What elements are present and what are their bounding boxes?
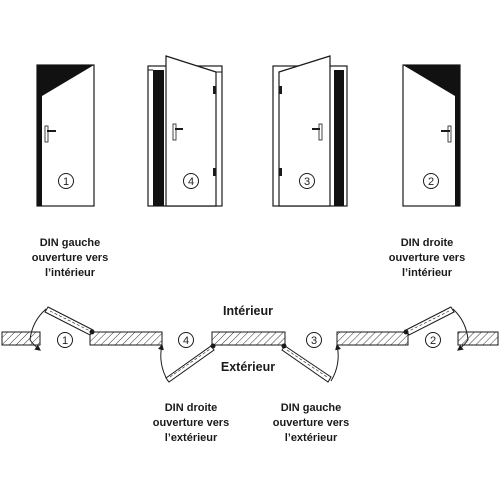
wall-segments [1,331,499,346]
door-front-1: 1 [36,64,95,207]
door-plan-3: 3 [281,332,341,383]
door-plan-2: 2 [403,306,469,351]
door-plan-1: 1 [29,306,95,351]
door-handle-icon [172,123,183,141]
door-number-1: 1 [63,176,69,188]
door-plan-4: 4 [158,332,216,383]
door-number-3: 3 [304,176,310,188]
label-din-droite-exterieur: DIN droite ouverture vers l’extérieur [148,401,234,446]
label-line: DIN droite [400,237,454,249]
label-din-gauche-interieur: DIN gauche ouverture vers l’intérieur [30,236,110,281]
label-line: l’intérieur [44,267,96,279]
label-din-gauche-exterieur: DIN gauche ouverture vers l’extérieur [268,401,354,446]
label-line: DIN gauche [280,402,342,414]
door-handle-icon [441,125,452,143]
label-din-droite-interieur: DIN droite ouverture vers l’intérieur [384,236,470,281]
door-handle-icon [312,123,323,141]
label-line: DIN gauche [39,237,101,249]
label-line: l’intérieur [401,267,453,279]
plan-number-1: 1 [62,335,68,347]
door-number-2: 2 [428,176,434,188]
label-line: ouverture vers [152,417,230,429]
label-line: l’extérieur [284,432,338,444]
label-line: DIN droite [164,402,218,414]
label-line: ouverture vers [388,252,466,264]
plan-number-2: 2 [430,335,436,347]
door-number-4: 4 [188,176,194,188]
door-handle-icon [44,125,56,143]
label-exterieur: Extérieur [220,360,276,374]
label-interieur: Intérieur [222,304,273,318]
door-front-4: 4 [147,55,223,207]
label-line: ouverture vers [272,417,350,429]
plan-number-3: 3 [311,335,317,347]
door-front-3: 3 [272,55,348,207]
plan-number-4: 4 [183,335,189,347]
label-line: ouverture vers [31,252,109,264]
label-line: l’extérieur [164,432,218,444]
door-front-2: 2 [402,64,461,207]
